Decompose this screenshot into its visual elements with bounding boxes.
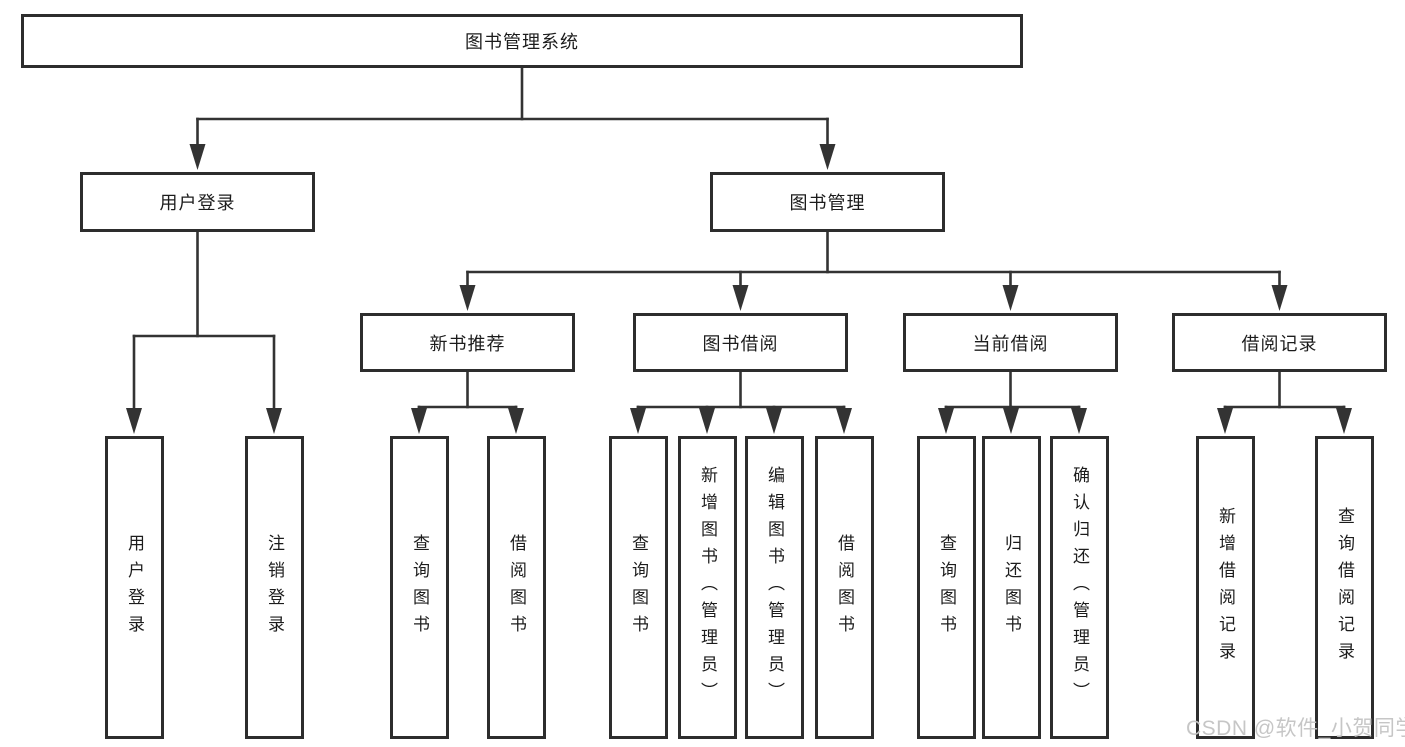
leaf-label: 新增借阅记录 <box>1216 506 1235 669</box>
node-current-borrowing: 当前借阅 <box>903 313 1118 372</box>
node-label: 图书管理 <box>789 193 866 213</box>
leaf-label: 新增图书（管理员） <box>698 466 717 709</box>
leaf-query-books-recommend: 查询图书 <box>390 436 449 739</box>
leaf-add-books-admin: 新增图书（管理员） <box>678 436 737 739</box>
leaf-label: 归还图书 <box>1002 533 1021 642</box>
node-label: 新书推荐 <box>429 333 506 354</box>
leaf-label: 注销登录 <box>265 533 284 642</box>
leaf-label: 查询图书 <box>937 533 956 642</box>
leaf-query-books-borrowing: 查询图书 <box>609 436 668 739</box>
leaf-label: 借阅图书 <box>835 533 854 642</box>
leaf-label: 查询图书 <box>629 533 648 642</box>
leaf-add-borrow-record: 新增借阅记录 <box>1196 436 1255 739</box>
node-label: 用户登录 <box>159 193 236 213</box>
node-new-book-recommendation: 新书推荐 <box>360 313 575 372</box>
leaf-query-books-current: 查询图书 <box>917 436 976 739</box>
leaf-label: 确认归还（管理员） <box>1070 466 1089 709</box>
leaf-label: 查询借阅记录 <box>1335 506 1354 669</box>
node-user-login: 用户登录 <box>80 172 315 232</box>
leaf-user-login: 用户登录 <box>105 436 164 739</box>
leaf-confirm-return-admin: 确认归还（管理员） <box>1050 436 1109 739</box>
node-label: 借阅记录 <box>1241 333 1318 354</box>
node-borrowing-records: 借阅记录 <box>1172 313 1387 372</box>
watermark: CSDN @软件_小贺同学 <box>1186 717 1405 740</box>
node-label: 当前借阅 <box>972 333 1049 354</box>
leaf-return-books: 归还图书 <box>982 436 1041 739</box>
node-book-borrowing: 图书借阅 <box>633 313 848 372</box>
leaf-label: 编辑图书（管理员） <box>765 466 784 709</box>
node-label: 图书管理系统 <box>465 32 579 52</box>
leaf-edit-books-admin: 编辑图书（管理员） <box>745 436 804 739</box>
leaf-logout: 注销登录 <box>245 436 304 739</box>
node-book-management: 图书管理 <box>710 172 945 232</box>
leaf-borrow-books-borrowing: 借阅图书 <box>815 436 874 739</box>
leaf-query-borrow-record: 查询借阅记录 <box>1315 436 1374 739</box>
node-library-management-system: 图书管理系统 <box>21 14 1023 68</box>
node-label: 图书借阅 <box>702 333 779 354</box>
leaf-label: 查询图书 <box>410 533 429 642</box>
leaf-label: 借阅图书 <box>507 533 526 642</box>
leaf-label: 用户登录 <box>125 533 144 642</box>
leaf-borrow-books-recommend: 借阅图书 <box>487 436 546 739</box>
